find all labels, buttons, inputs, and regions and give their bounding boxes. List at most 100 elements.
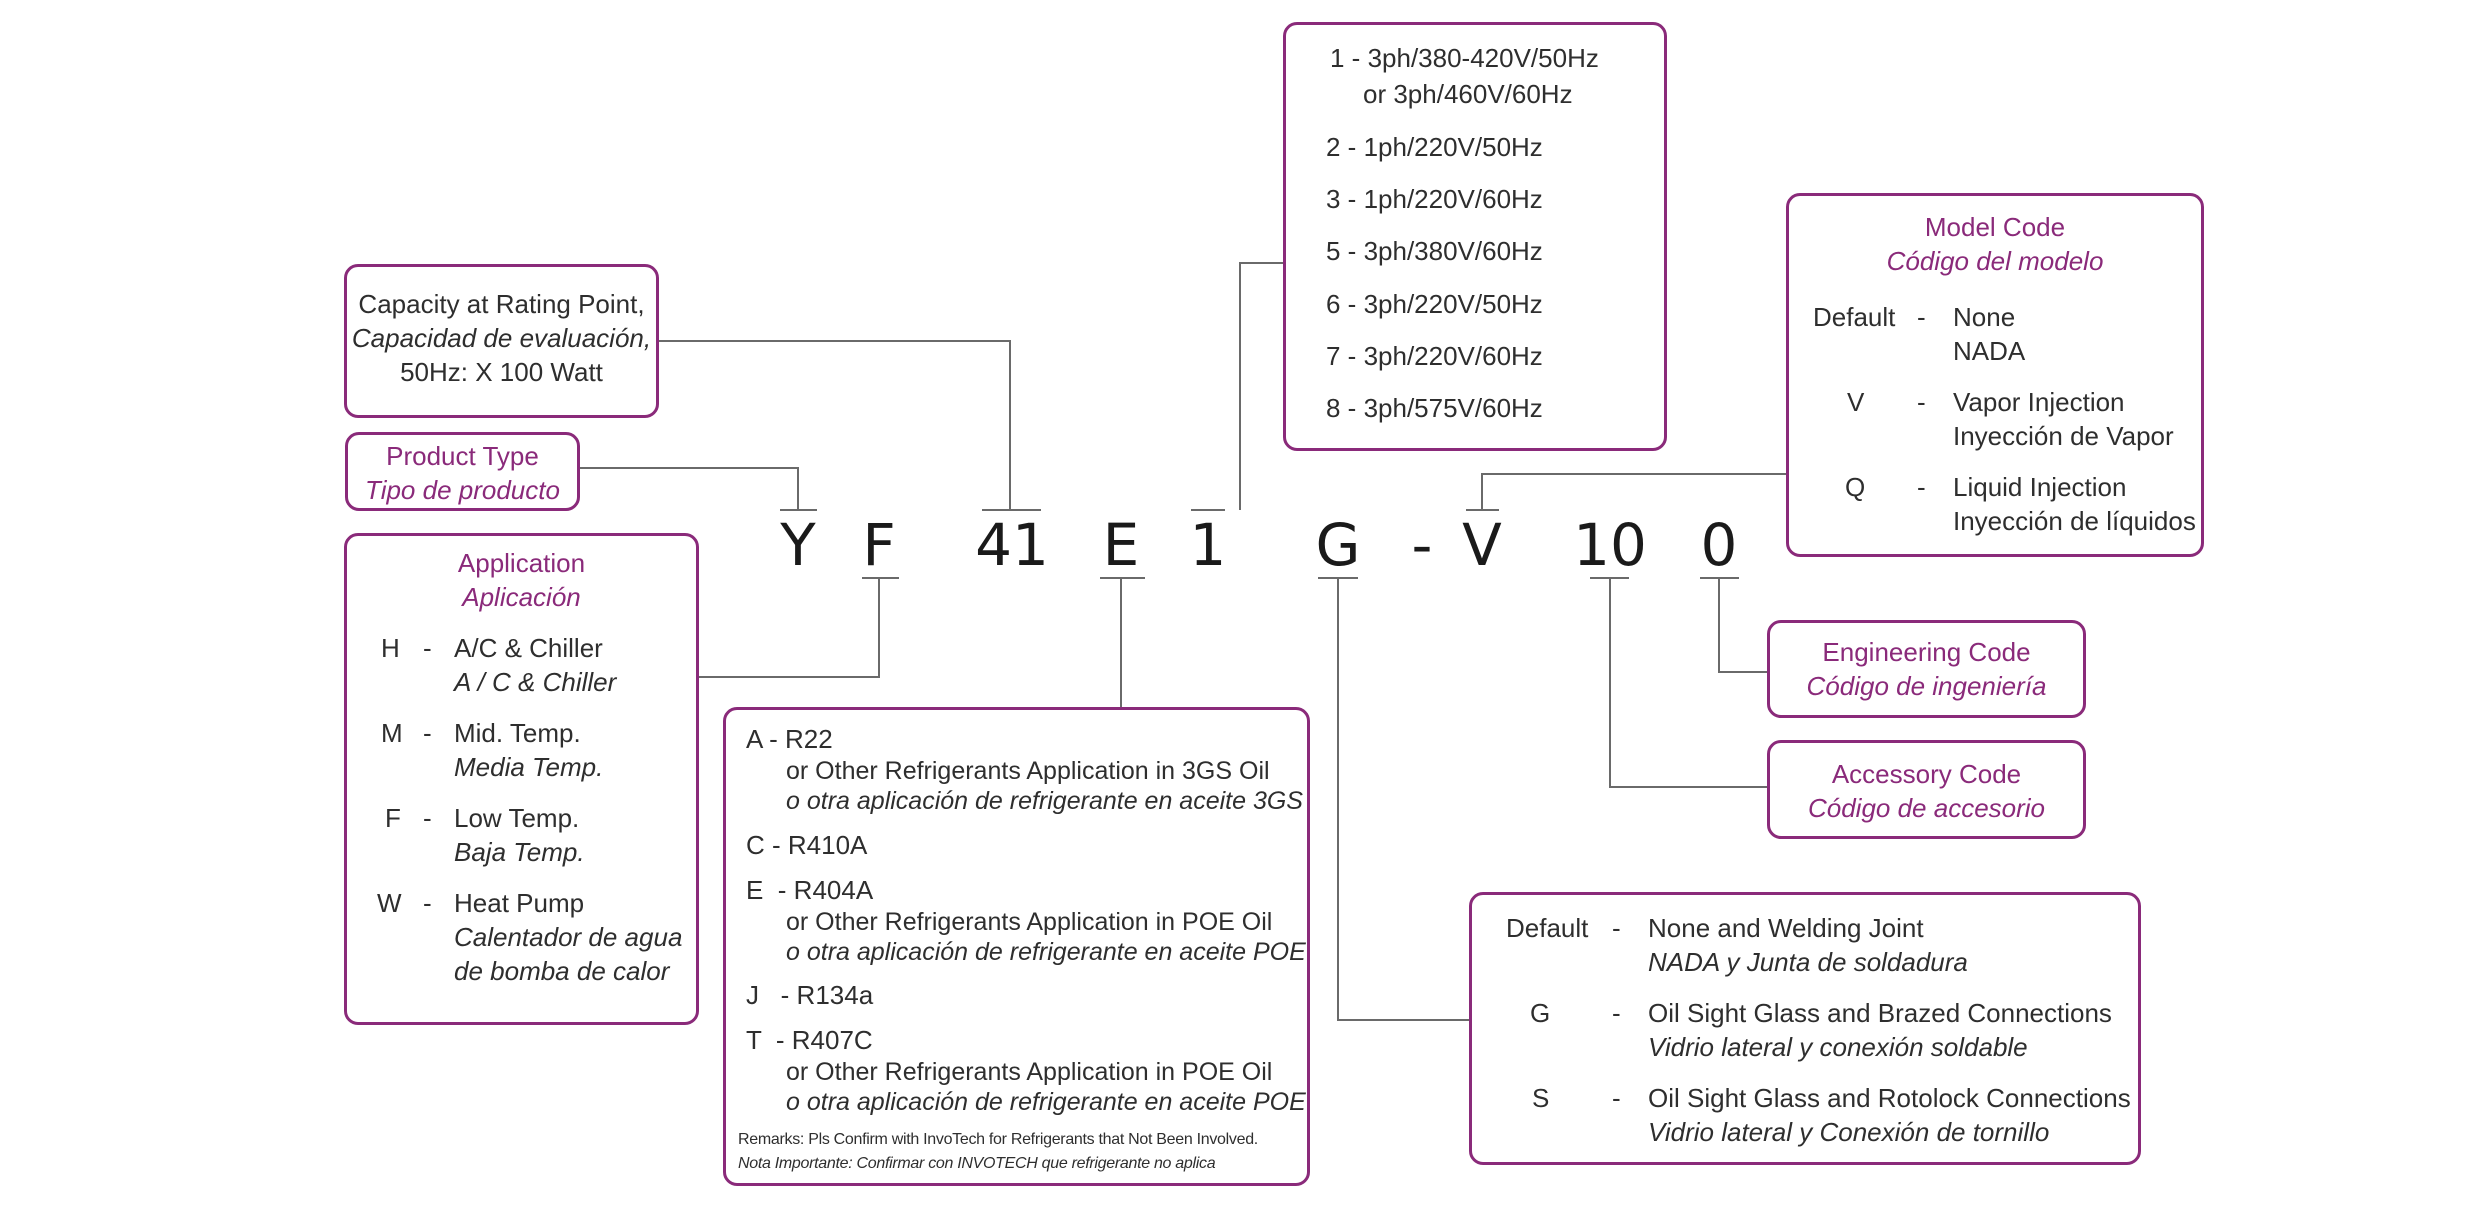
connection-code: Default (1506, 913, 1589, 943)
connection-en: Oil Sight Glass and Rotolock Connections (1648, 1083, 2131, 1113)
remarks-en: Remarks: Pls Confirm with InvoTech for R… (738, 1131, 1258, 1148)
refrigerant-item: T - R407C or Other Refrigerants Applicat… (726, 1023, 1307, 1117)
model-code-sep: - (1917, 472, 1926, 502)
code-segment-voltage: 1 (1189, 511, 1227, 579)
model-code-code: Q (1845, 472, 1866, 502)
engineering-code-title: Engineering Code (1822, 637, 2031, 667)
voltage-item: 8 - 3ph/575V/60Hz (1326, 393, 1543, 423)
code-segment-series: Y (780, 511, 816, 579)
model-code-en: Vapor Injection (1953, 387, 2125, 417)
application-sep: - (423, 803, 432, 833)
application-es-2: de bomba de calor (454, 956, 670, 986)
connection-es: NADA y Junta de soldadura (1648, 947, 1968, 977)
application-title: Application (457, 548, 586, 578)
connection-en: Oil Sight Glass and Brazed Connections (1648, 998, 2112, 1028)
product-type-title: Product Type (386, 441, 539, 471)
application-box: Application Aplicación H - A/C & Chiller… (344, 533, 699, 1025)
refrigerant-remarks: Remarks: Pls Confirm with InvoTech for R… (726, 1128, 1307, 1176)
application-es: A / C & Chiller (454, 667, 617, 697)
connection-box: Default - None and Welding Joint NADA y … (1469, 892, 2141, 1165)
connector-model-code (1481, 473, 1786, 510)
connector-accessory (1609, 578, 1767, 788)
application-es: Baja Temp. (454, 837, 585, 867)
model-code-box: Model Code Código del modelo Default - N… (1786, 193, 2204, 557)
connector-connection (1337, 578, 1469, 1021)
voltage-item: 5 - 3ph/380V/60Hz (1326, 236, 1543, 266)
engineering-code-box: Engineering Code Código de ingeniería (1767, 620, 2086, 718)
refrigerant-es: o otra aplicación de refrigerante en ace… (786, 938, 1306, 966)
code-segment-refrigerant: E (1102, 511, 1140, 579)
application-es: Calentador de agua (454, 922, 683, 952)
refrigerant-es: o otra aplicación de refrigerante en ace… (786, 787, 1303, 815)
connection-code: S (1532, 1083, 1550, 1113)
capacity-line-1: Capacity at Rating Point, (358, 289, 645, 319)
model-code-en: None (1953, 302, 2016, 332)
refrigerant-head: E - R404A (746, 875, 874, 905)
connection-sep: - (1612, 913, 1621, 943)
model-code-es: Inyección de líquidos (1953, 506, 2196, 536)
model-code-code: Default (1813, 302, 1896, 332)
code-segment-accessory: 10 (1573, 511, 1647, 579)
refrigerant-head: J - R134a (746, 980, 874, 1010)
refrigerant-box: A - R22 or Other Refrigerants Applicatio… (723, 707, 1310, 1186)
refrigerant-en: or Other Refrigerants Application in POE… (786, 908, 1273, 936)
application-code: H (381, 633, 400, 663)
capacity-box: Capacity at Rating Point, Capacidad de e… (344, 264, 659, 418)
application-en: Heat Pump (454, 888, 585, 918)
connector-capacity (659, 340, 1011, 510)
refrigerant-head: C - R410A (746, 830, 868, 860)
voltage-item: 3 - 1ph/220V/60Hz (1326, 184, 1543, 214)
code-segment-connection: G (1315, 511, 1361, 579)
code-segment-model: V (1462, 511, 1502, 579)
code-segment-application: F (862, 511, 896, 579)
voltage-item: 2 - 1ph/220V/50Hz (1326, 132, 1543, 162)
product-type-box: Product Type Tipo de producto (345, 432, 580, 511)
connection-sep: - (1612, 1083, 1621, 1113)
model-code-es: Inyección de Vapor (1953, 421, 2174, 451)
refrigerant-item: J - R134a (726, 978, 1307, 1012)
accessory-code-box: Accessory Code Código de accesorio (1767, 740, 2086, 839)
application-en: A/C & Chiller (454, 633, 603, 663)
refrigerant-en: or Other Refrigerants Application in POE… (786, 1058, 1273, 1086)
application-code: F (385, 803, 401, 833)
connection-code: G (1530, 998, 1551, 1028)
code-separator: - (1411, 511, 1433, 579)
model-code-sep: - (1917, 302, 1926, 332)
connection-es: Vidrio lateral y Conexión de tornillo (1648, 1117, 2050, 1147)
voltage-item: 1 - 3ph/380-420V/50Hz (1330, 43, 1599, 73)
application-title-es: Aplicación (462, 582, 581, 612)
product-type-title-es: Tipo de producto (365, 475, 560, 505)
accessory-code-title: Accessory Code (1831, 759, 2022, 789)
remarks-es: Nota Importante: Confirmar con INVOTECH … (738, 1155, 1216, 1172)
application-en: Low Temp. (454, 803, 580, 833)
capacity-line-2: Capacidad de evaluación, (351, 323, 652, 353)
refrigerant-item: A - R22 or Other Refrigerants Applicatio… (726, 722, 1307, 816)
refrigerant-item: E - R404A or Other Refrigerants Applicat… (726, 873, 1307, 967)
connector-application (699, 578, 880, 678)
model-code-sep: - (1917, 387, 1926, 417)
connector-voltage (1239, 262, 1283, 510)
refrigerant-item: C - R410A (726, 828, 1307, 862)
application-es: Media Temp. (454, 752, 604, 782)
application-sep: - (423, 888, 432, 918)
voltage-item: 6 - 3ph/220V/50Hz (1326, 289, 1543, 319)
voltage-item: 7 - 3ph/220V/60Hz (1326, 341, 1543, 371)
refrigerant-head: T - R407C (746, 1025, 873, 1055)
engineering-code-title-es: Código de ingeniería (1806, 671, 2047, 701)
voltage-item-sub: or 3ph/460V/60Hz (1363, 79, 1573, 109)
model-code-code: V (1847, 387, 1865, 417)
model-code-title: Model Code (1924, 212, 2066, 242)
model-code-title-es: Código del modelo (1886, 246, 2104, 276)
connection-es: Vidrio lateral y conexión soldable (1648, 1032, 2028, 1062)
application-sep: - (423, 718, 432, 748)
application-code: W (377, 888, 402, 918)
connector-engineering (1718, 578, 1767, 673)
connection-sep: - (1612, 998, 1621, 1028)
model-code-en: Liquid Injection (1953, 472, 2127, 502)
application-sep: - (423, 633, 432, 663)
model-code-es: NADA (1953, 336, 2026, 366)
code-segment-engineering: 0 (1700, 511, 1738, 579)
connection-en: None and Welding Joint (1648, 913, 1924, 943)
refrigerant-es: o otra aplicación de refrigerante en ace… (786, 1088, 1306, 1116)
